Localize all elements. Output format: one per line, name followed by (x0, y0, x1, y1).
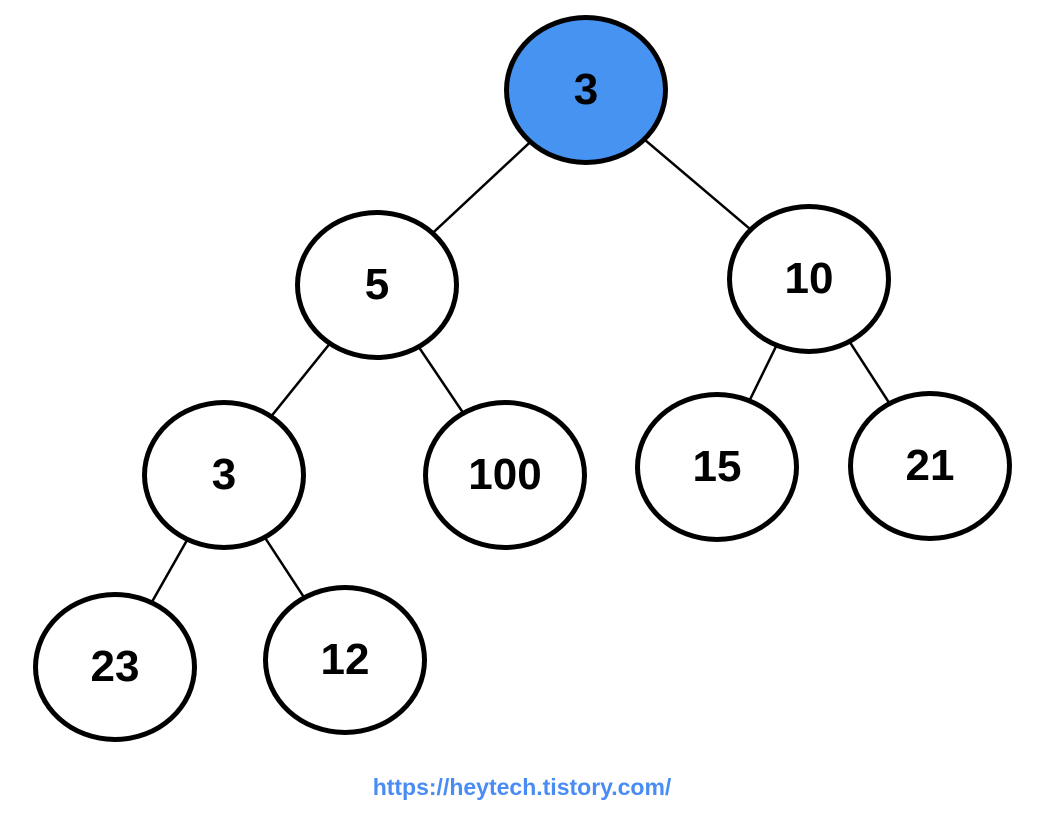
tree-node-21-value: 21 (905, 441, 955, 490)
tree-node-5: 5 (295, 210, 459, 360)
tree-node-3: 3 (142, 400, 306, 550)
tree-node-12-value: 12 (320, 635, 370, 684)
tree-node-5-value: 5 (364, 260, 390, 309)
tree-node-12: 12 (263, 585, 427, 735)
tree-node-15: 15 (635, 392, 799, 542)
tree-node-21: 21 (848, 391, 1012, 541)
tree-node-3-value: 3 (211, 450, 237, 499)
tree-node-100: 100 (423, 400, 587, 550)
tree-node-10-value: 10 (784, 254, 834, 303)
footer-url-link[interactable]: https://heytech.tistory.com/ (372, 774, 672, 800)
tree-node-10: 10 (727, 204, 891, 354)
tree-node-15-value: 15 (692, 442, 742, 491)
tree-node-root-value: 3 (573, 65, 599, 114)
tree-node-100-value: 100 (468, 450, 542, 499)
tree-node-root: 3 (504, 15, 668, 165)
tree-node-23-value: 23 (90, 642, 140, 691)
tree-node-23: 23 (33, 592, 197, 742)
